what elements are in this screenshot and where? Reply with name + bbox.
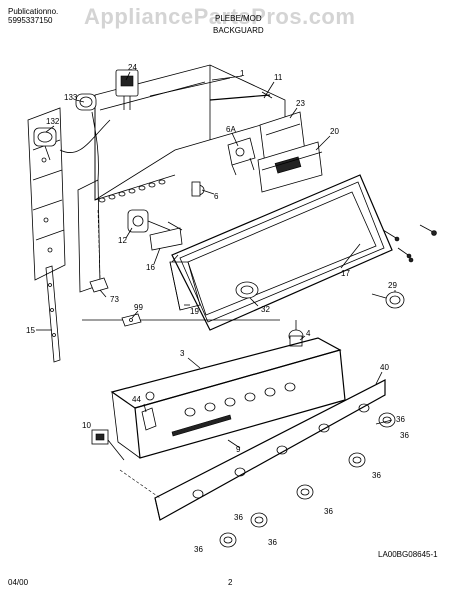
bracket-73: [89, 277, 109, 293]
trim-strip: [45, 265, 61, 363]
control-6a: [227, 137, 256, 176]
callout-36-c: 36: [372, 471, 381, 480]
callout-11: 11: [274, 73, 283, 82]
knob-ring-32: [235, 281, 259, 299]
switch-132: [33, 127, 57, 161]
callout-44: 44: [132, 395, 141, 404]
callout-15: 15: [26, 326, 35, 335]
section-title: BACKGUARD: [213, 26, 264, 35]
timer-12: [127, 209, 171, 233]
callout-132: 132: [46, 117, 60, 126]
model-label: PLEBE/MOD: [215, 14, 262, 23]
callout-labels: 1 11 23 24 133 132 6A 20 6 12 16 17 29 1…: [26, 63, 409, 554]
callout-3: 3: [180, 349, 185, 358]
plug-6: [191, 181, 205, 197]
callout-9: 9: [236, 445, 241, 454]
callout-36-f: 36: [194, 545, 203, 554]
knob-36-a: [378, 412, 396, 428]
switch-4: [288, 320, 304, 347]
footer-date: 04/00: [8, 578, 29, 587]
side-bracket: [27, 107, 66, 281]
knob-36-e: [219, 532, 237, 548]
callout-73: 73: [110, 295, 119, 304]
callout-1: 1: [240, 69, 245, 78]
callout-133: 133: [64, 93, 78, 102]
publication-number: 5995337150: [8, 16, 53, 25]
clip-99: [121, 313, 142, 327]
drawing-code: LA00BG08645-1: [378, 550, 438, 559]
knob-36-d: [250, 512, 268, 528]
callout-16: 16: [146, 263, 155, 272]
knobs-36: [219, 412, 396, 548]
callout-36-e: 36: [268, 538, 277, 547]
callout-6a: 6A: [226, 125, 236, 134]
publication-label: Publicationno.: [8, 7, 59, 16]
bracket-16: [149, 221, 183, 251]
leader-lines: [36, 71, 396, 449]
callout-4: 4: [306, 329, 311, 338]
callout-36-b: 36: [400, 431, 409, 440]
switch-10: [91, 429, 125, 461]
knob-44: [141, 391, 157, 431]
top-trim-11: [209, 91, 273, 101]
callout-36-d: 36: [324, 507, 333, 516]
callout-10: 10: [82, 421, 91, 430]
knob-36-c: [296, 484, 314, 500]
front-panel-19: [169, 261, 201, 311]
screws: [382, 224, 437, 263]
callout-36-g: 36: [234, 513, 243, 522]
callout-6: 6: [214, 192, 219, 201]
callout-29: 29: [388, 281, 397, 290]
callout-20: 20: [330, 127, 339, 136]
lamp-133: [75, 93, 97, 111]
callout-24: 24: [128, 63, 137, 72]
footer-page-number: 2: [228, 578, 233, 587]
back-panel: [77, 64, 286, 293]
callout-17: 17: [341, 269, 350, 278]
knob-29: [371, 291, 405, 309]
clock-20: [257, 141, 323, 193]
glass-frame-17: [171, 174, 393, 331]
trim-holes: [192, 403, 370, 499]
lower-trim-40: [119, 379, 386, 521]
callout-32: 32: [261, 305, 270, 314]
callout-99: 99: [134, 303, 143, 312]
callout-19: 19: [190, 307, 199, 316]
callout-36-a: 36: [396, 415, 405, 424]
callout-23: 23: [296, 99, 305, 108]
knob-36-b: [348, 452, 366, 468]
watermark: AppliancePartsPros.com: [84, 4, 356, 29]
callout-40: 40: [380, 363, 389, 372]
panel-holes-front: [184, 382, 296, 417]
wire-harness: [59, 111, 280, 321]
rocker-switch-24: [115, 69, 139, 110]
callout-12: 12: [118, 236, 127, 245]
